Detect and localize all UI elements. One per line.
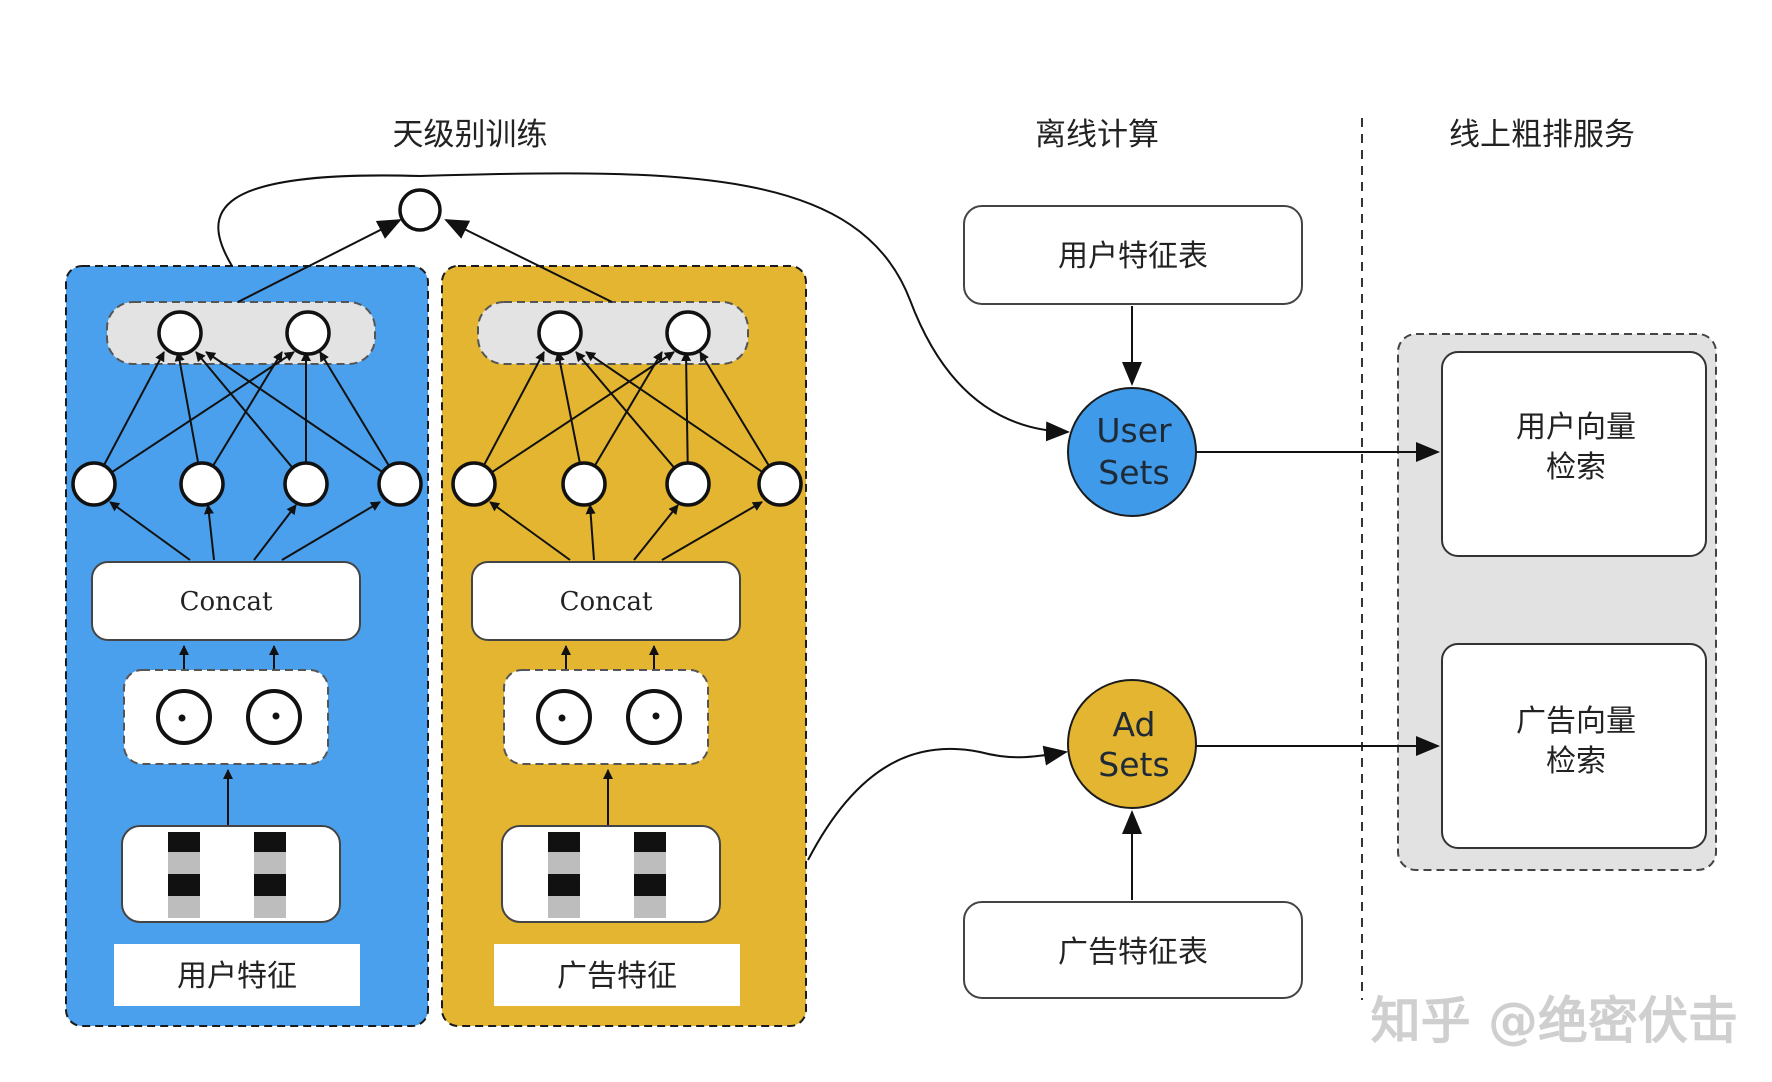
ad-output-node: [665, 310, 711, 356]
ad-tower-to-ad-sets-link: [807, 745, 1068, 861]
user-feature-label: 用户特征: [177, 959, 297, 994]
user-vector-retrieval-box: [1441, 351, 1707, 557]
ad-concat-box: [471, 561, 741, 641]
user-hidden-node: [283, 461, 329, 507]
ad-feature-table-label: 广告特征表: [1058, 935, 1208, 970]
user-vector-retrieval-line1: 用户向量: [1516, 410, 1636, 445]
ad-vector-retrieval-line2: 检索: [1546, 744, 1606, 779]
ad-sets-node: [1067, 679, 1197, 809]
user-output-layer: [106, 301, 376, 365]
ad-output-node: [537, 310, 583, 356]
ad-hidden-node: [561, 461, 607, 507]
user-hidden-node: [377, 461, 423, 507]
header-offline: 离线计算: [1035, 117, 1159, 153]
ad-vector-retrieval-box: [1441, 643, 1707, 849]
ad-sets-label-line2: Sets: [1098, 745, 1169, 784]
ad-hidden-node: [451, 461, 497, 507]
user-feature-table: [963, 205, 1303, 305]
user-hidden-node: [179, 461, 225, 507]
ad-hidden-node: [757, 461, 803, 507]
user-sets-label-line1: User: [1096, 411, 1172, 450]
user-tower-to-user-sets-link: [217, 172, 1070, 442]
ad-feature-bar: [634, 832, 666, 918]
user-tower: Concat 用户特征: [65, 265, 429, 1027]
ad-feature-table: [963, 901, 1303, 999]
user-sparse-features: [121, 825, 341, 923]
user-sets-label-line2: Sets: [1098, 453, 1169, 492]
user-concat-box: [91, 561, 361, 641]
ad-tower: Concat 广告特征: [441, 265, 807, 1027]
ad-feature-label-box: [494, 944, 740, 1006]
user-output-node: [285, 310, 331, 356]
ad-concat-label: Concat: [560, 587, 653, 617]
user-vector-retrieval-line2: 检索: [1546, 450, 1606, 485]
ad-feature-bar: [548, 832, 580, 918]
ad-hidden-node: [665, 461, 711, 507]
user-feature-bar: [168, 832, 200, 918]
user-output-node: [157, 310, 203, 356]
user-feature-bar: [254, 832, 286, 918]
ad-sets-label-line1: Ad: [1113, 705, 1156, 744]
user-feature-label-box: [114, 944, 360, 1006]
header-training: 天级别训练: [393, 117, 548, 153]
user-concat-label: Concat: [180, 587, 273, 617]
user-sets-node: [1067, 387, 1197, 517]
header-online: 线上粗排服务: [1449, 117, 1635, 153]
watermark: 知乎 @绝密伏击: [1371, 992, 1738, 1050]
ad-sparse-features: [501, 825, 721, 923]
user-feature-table-label: 用户特征表: [1058, 239, 1208, 274]
ad-vector-retrieval-line1: 广告向量: [1516, 704, 1636, 739]
ad-feature-label: 广告特征: [557, 959, 677, 994]
score-node: [398, 188, 442, 232]
user-hidden-node: [71, 461, 117, 507]
